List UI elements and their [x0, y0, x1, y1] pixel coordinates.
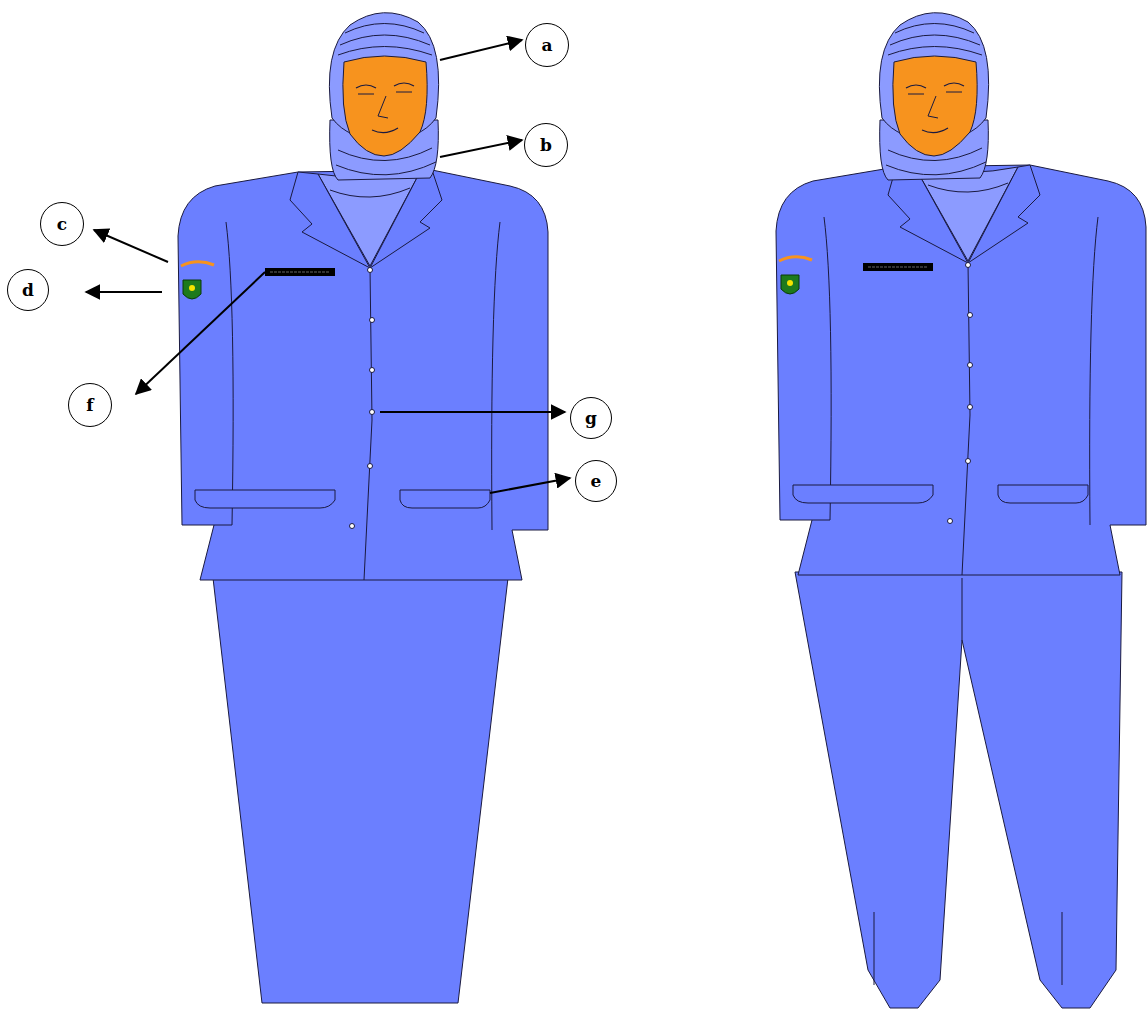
trouser-slit	[1062, 912, 1063, 985]
trouser-slit	[874, 912, 875, 985]
callout-letter: d	[22, 282, 34, 299]
trouser-seam	[962, 578, 963, 640]
callout-circle: f	[68, 383, 112, 427]
hijab-head	[879, 13, 988, 180]
callout-letter: g	[585, 410, 597, 427]
leader-arrows	[86, 40, 570, 493]
callout-letter: e	[591, 473, 602, 490]
callout-circle: a	[525, 23, 569, 67]
callout-letter: c	[57, 216, 67, 233]
callout-circle: c	[40, 202, 84, 246]
jacket	[178, 170, 548, 580]
skirt	[213, 578, 508, 1003]
trousers	[795, 572, 1122, 1008]
hijab-head	[329, 13, 438, 180]
callout-letter: b	[540, 137, 552, 154]
callout-circle: e	[575, 460, 617, 502]
callout-letter: a	[541, 37, 552, 54]
callout-circle: d	[7, 269, 49, 311]
callout-letter: f	[86, 397, 93, 414]
callout-circle: g	[570, 397, 612, 439]
jacket	[776, 165, 1146, 575]
callout-circle: b	[524, 123, 568, 167]
